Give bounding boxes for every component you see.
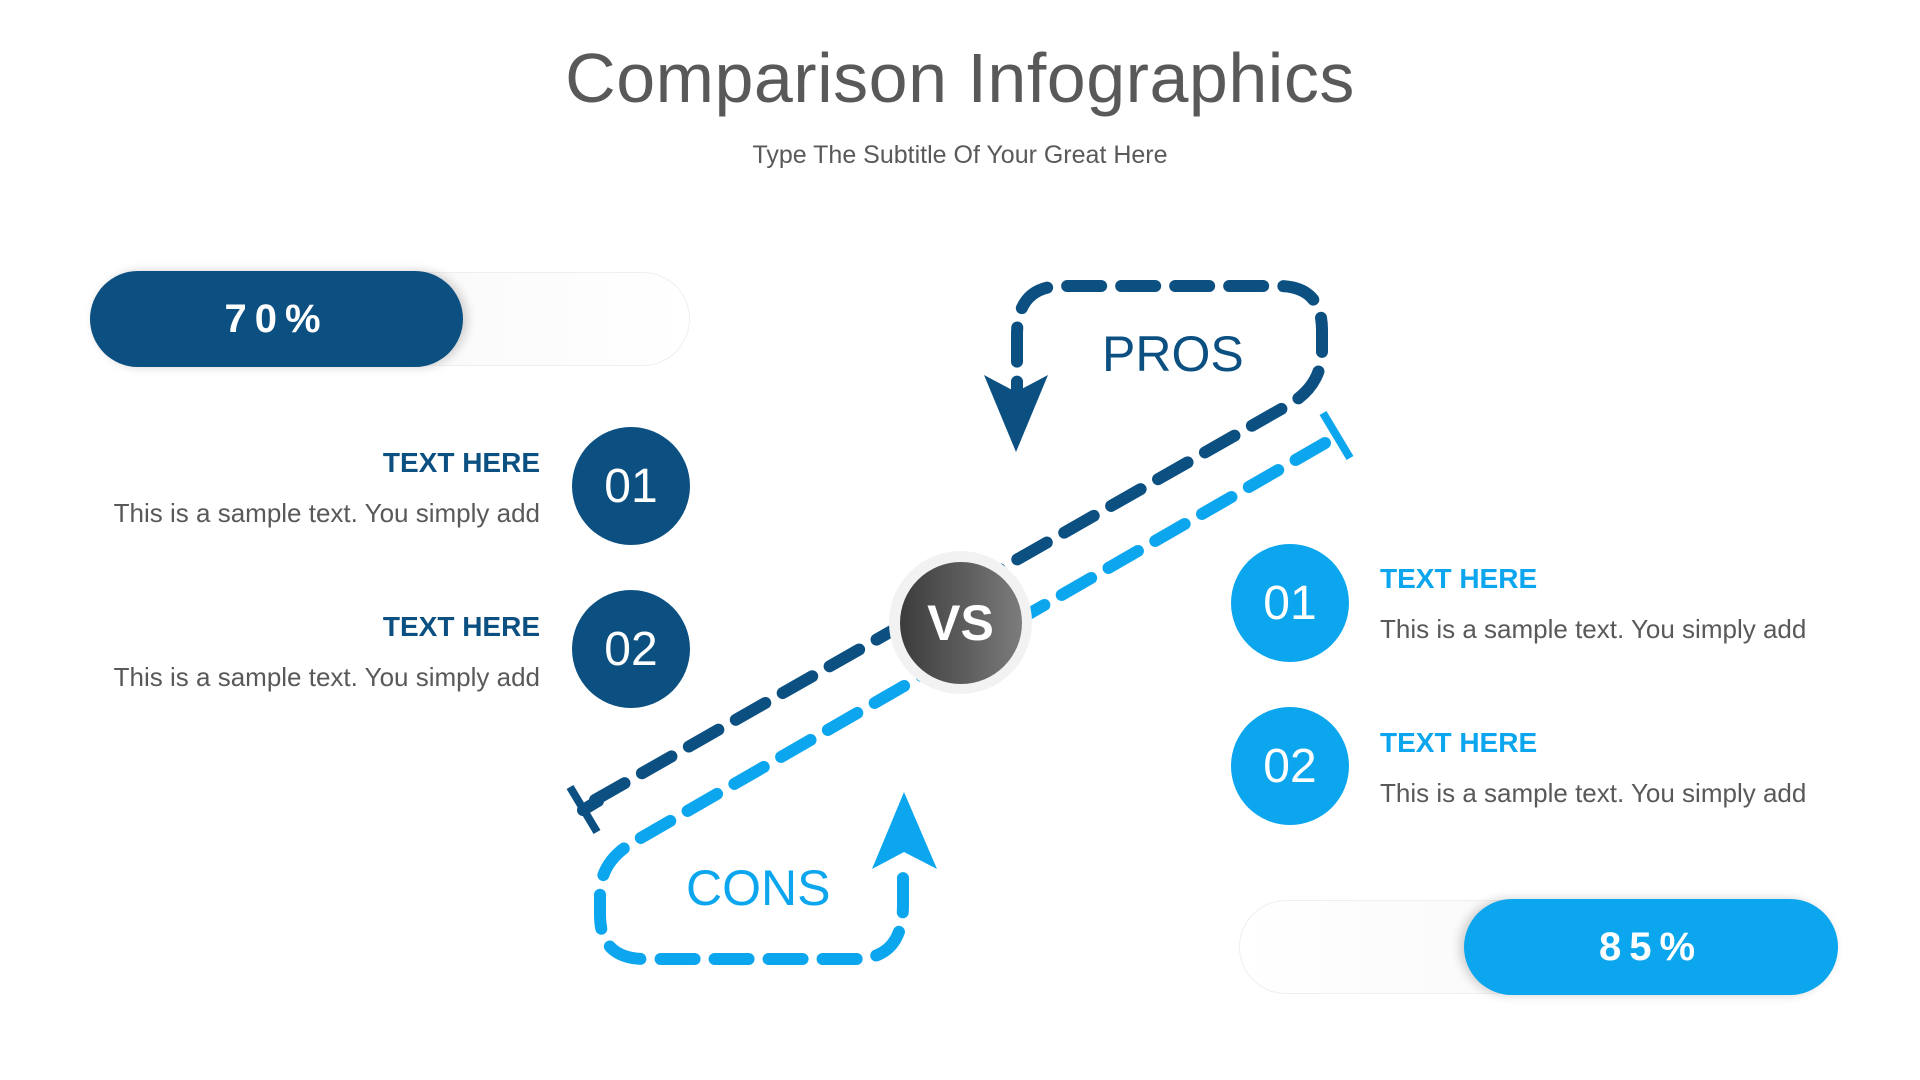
- left-progress-fill: 70%: [90, 271, 463, 367]
- page-title: Comparison Infographics: [565, 39, 1355, 117]
- left-item-2-number: 02: [604, 622, 658, 676]
- left-item-2-body: This is a sample text. You simply add: [113, 662, 540, 692]
- pros-label: PROS: [1102, 326, 1244, 382]
- right-item-2-number: 02: [1263, 739, 1317, 793]
- cons-label: CONS: [686, 860, 831, 916]
- vs-badge: VS: [889, 551, 1032, 694]
- right-item-2-number-badge: 02: [1231, 707, 1349, 825]
- right-item-1-number-badge: 01: [1231, 544, 1349, 662]
- left-item-1-number: 01: [604, 459, 658, 513]
- right-progress-label: 85%: [1598, 924, 1704, 969]
- right-item-2-body: This is a sample text. You simply add: [1380, 778, 1807, 808]
- cons-arrow-up-icon: [872, 792, 937, 869]
- left-progress-label: 70%: [224, 296, 329, 341]
- right-item-2-heading: TEXT HERE: [1380, 727, 1538, 758]
- right-item-1: TEXT HERE This is a sample text. You sim…: [1380, 562, 1860, 646]
- vs-badge-core: VS: [899, 561, 1022, 684]
- page-subtitle: Type The Subtitle Of Your Great Here: [752, 141, 1168, 169]
- vs-label: VS: [927, 594, 994, 651]
- right-item-1-body: This is a sample text. You simply add: [1380, 614, 1807, 644]
- cons-line-end-cap: [1319, 410, 1354, 461]
- pros-arrow-down-icon: [984, 375, 1048, 452]
- cons-dashed-path: [594, 437, 1331, 965]
- left-item-1-number-badge: 01: [572, 427, 690, 545]
- right-item-2: TEXT HERE This is a sample text. You sim…: [1380, 726, 1860, 810]
- left-item-2-heading: TEXT HERE: [382, 611, 540, 642]
- right-progress-fill: 85%: [1464, 899, 1838, 995]
- left-item-1: TEXT HERE This is a sample text. You sim…: [60, 446, 540, 530]
- left-item-2: TEXT HERE This is a sample text. You sim…: [60, 610, 540, 694]
- left-item-1-heading: TEXT HERE: [382, 447, 540, 478]
- right-item-1-number: 01: [1263, 576, 1317, 630]
- pros-dashed-path: [589, 280, 1328, 806]
- left-item-2-number-badge: 02: [572, 590, 690, 708]
- left-item-1-body: This is a sample text. You simply add: [113, 498, 540, 528]
- right-item-1-heading: TEXT HERE: [1380, 563, 1538, 594]
